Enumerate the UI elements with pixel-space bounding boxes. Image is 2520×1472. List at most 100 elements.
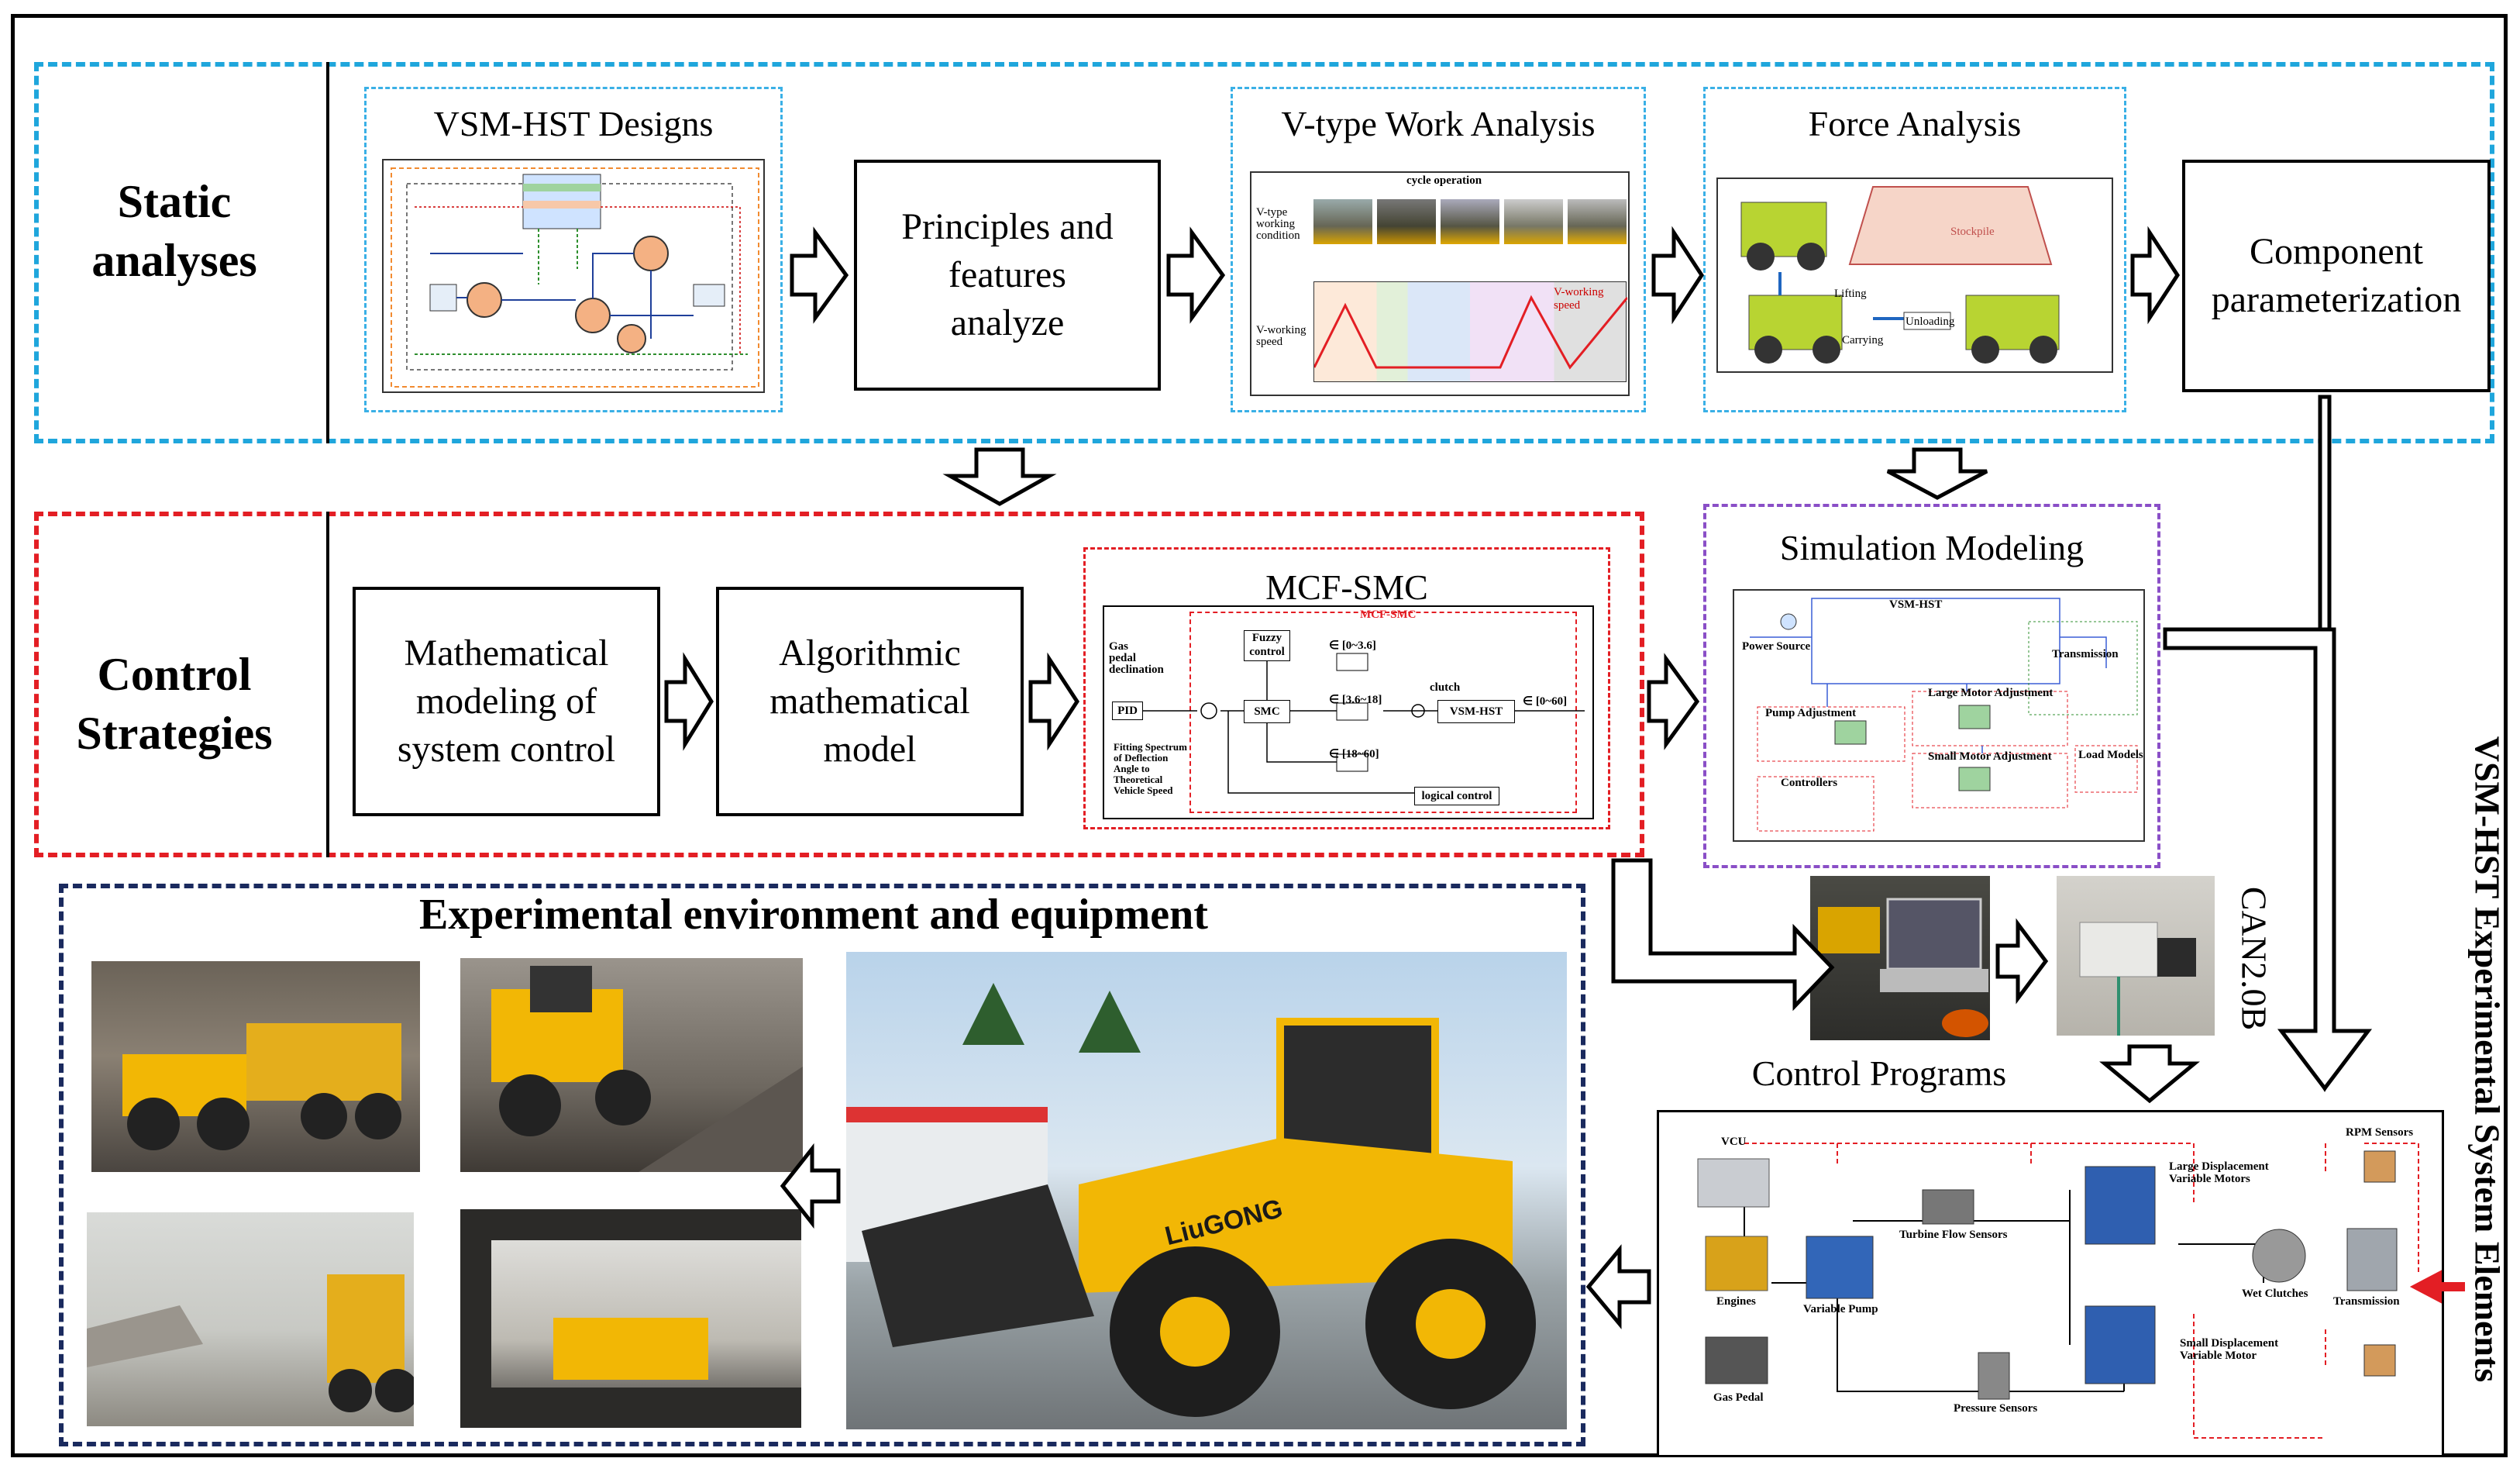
large-motors-label: Large Displacement Variable Motors <box>2169 1160 2269 1185</box>
arrow-static-to-control <box>942 447 1057 506</box>
vsm-hst-block: VSM-HST <box>1437 700 1515 723</box>
clutch-label: clutch <box>1430 681 1461 694</box>
variable-pump-label: Variable Pump <box>1803 1303 1878 1315</box>
arrow-laptop-to-can <box>1995 918 2049 1005</box>
fuzzy-block: Fuzzy control <box>1244 630 1290 661</box>
vtype-row1-label: V-type working condition <box>1256 206 1300 242</box>
gas-pedal-component-label: Gas Pedal <box>1713 1391 1764 1404</box>
mcf-smc-panel: MCF-SMC MCF-SMC Gas pedal declination PI… <box>1083 547 1610 829</box>
vsm-hst-designs-title: VSM-HST Designs <box>433 104 714 143</box>
turbine-sensor-label: Turbine Flow Sensors <box>1899 1229 2008 1241</box>
sim-large-label: Large Motor Adjustment <box>1928 687 2054 699</box>
experimental-region <box>59 884 1585 1446</box>
arrow-can-to-components <box>2099 1044 2200 1104</box>
carrying-label: Carrying <box>1842 334 1884 346</box>
simulation-title: Simulation Modeling <box>1779 528 2085 567</box>
arrow-designs-to-principles <box>790 226 849 324</box>
arrow-vtype-to-force <box>1651 226 1704 325</box>
mcf-inner-label: MCF-SMC <box>1360 608 1417 621</box>
arrow-control-to-laptop <box>1611 858 1835 1012</box>
arrow-red-feedback <box>2409 1270 2465 1304</box>
math-model-box: Mathematical modeling of system control <box>353 587 660 816</box>
arrow-loader-to-photos <box>780 1143 841 1229</box>
unloading-label: Unloading <box>1905 315 1955 328</box>
simulation-diagram: VSM-HST Power Source Pump Adjustment Lar… <box>1733 589 2145 842</box>
vsm-hst-designs-panel: VSM-HST Designs <box>364 87 783 412</box>
smc-block: SMC <box>1244 700 1290 723</box>
simulation-panel: Simulation Modeling VSM-HST Power Source… <box>1703 504 2160 868</box>
photo-loader-dump-truck <box>91 961 420 1172</box>
vtype-speed-plot <box>1313 281 1627 382</box>
figure-frame <box>11 14 2508 1457</box>
vtype-photo-2 <box>1377 199 1436 244</box>
sim-transmission-label: Transmission <box>2052 648 2119 660</box>
transmission-component-label: Transmission <box>2333 1295 2400 1308</box>
pressure-sensor-label: Pressure Sensors <box>1954 1402 2038 1415</box>
control-strategies-label: Control Strategies <box>76 649 273 759</box>
force-analysis-panel: Force Analysis Stockpile Unloading Carry… <box>1703 87 2126 412</box>
vtype-chart-header: cycle operation <box>1406 174 1482 187</box>
vtype-chart: cycle operation V-type working condition… <box>1250 171 1630 396</box>
arrow-algo-to-mcf <box>1028 652 1079 751</box>
photo-liugong-loader: LiuGONG <box>846 952 1567 1429</box>
vtype-photo-5 <box>1568 199 1627 244</box>
sim-power-label: Power Source <box>1742 640 1811 653</box>
lifting-label: Lifting <box>1834 288 1867 300</box>
arrow-components-to-experiment <box>1585 1244 1651 1329</box>
static-divider <box>326 62 329 443</box>
fitting-label: Fitting Spectrum of Deflection Angle to … <box>1114 741 1187 796</box>
components-panel: VCU Engines Gas Pedal Variable Pump Turb… <box>1657 1110 2444 1457</box>
photo-test-track <box>87 1212 414 1426</box>
arrow-principles-to-vtype <box>1166 226 1226 324</box>
photo-loader-gravel <box>460 958 803 1172</box>
engines-label: Engines <box>1716 1295 1756 1308</box>
algo-model-box: Algorithmic mathematical model <box>716 587 1024 816</box>
mcf-smc-diagram: MCF-SMC Gas pedal declination PID Fittin… <box>1103 605 1594 819</box>
pid-block: PID <box>1112 702 1143 720</box>
sim-controllers-label: Controllers <box>1781 777 1838 789</box>
vtype-photo-1 <box>1313 199 1372 244</box>
photo-can-module <box>2057 876 2215 1036</box>
principles-box: Principles and features analyze <box>854 160 1161 391</box>
arrow-static-to-simulation <box>1886 447 1988 500</box>
force-diagram: Stockpile Unloading Carrying Lifting <box>1716 178 2113 373</box>
principles-text: Principles and features analyze <box>901 206 1114 343</box>
algo-model-text: Algorithmic mathematical model <box>769 633 970 770</box>
wet-clutches-label: Wet Clutches <box>2242 1288 2308 1300</box>
vtype-row2-label: V-working speed <box>1256 324 1306 348</box>
arrow-simulation-to-system <box>2163 627 2373 1092</box>
range-1: ∈ [0~3.6] <box>1329 639 1376 652</box>
static-analyses-label: Static analyses <box>91 176 257 286</box>
rpm-sensor-label: RPM Sensors <box>2346 1126 2414 1139</box>
force-analysis-title: Force Analysis <box>1808 104 2022 143</box>
component-text: Component parameterization <box>2211 231 2462 320</box>
vtype-photo-4 <box>1504 199 1563 244</box>
stockpile-label: Stockpile <box>1950 226 1995 238</box>
sim-load-label: Load Models <box>2078 749 2143 761</box>
logical-control-block: logical control <box>1414 787 1499 805</box>
range-out: ∈ [0~60] <box>1523 695 1568 708</box>
small-motor-label: Small Displacement Variable Motor <box>2180 1337 2279 1362</box>
sim-pump-label: Pump Adjustment <box>1765 707 1857 719</box>
control-strategies-region <box>34 512 1644 857</box>
mcf-inner-frame <box>1189 612 1577 813</box>
vtype-work-title: V-type Work Analysis <box>1281 104 1596 143</box>
arrow-force-to-component <box>2130 226 2180 325</box>
mcf-smc-title: MCF-SMC <box>1265 567 1428 607</box>
experimental-title: Experimental environment and equipment <box>419 891 1208 939</box>
gas-pedal-label: Gas pedal declination <box>1109 640 1164 676</box>
sim-small-label: Small Motor Adjustment <box>1928 750 2052 763</box>
vtype-work-panel: V-type Work Analysis cycle operation V-t… <box>1231 87 1646 412</box>
control-programs-label: Control Programs <box>1751 1053 2007 1093</box>
arrow-mcf-to-simulation <box>1647 653 1700 750</box>
photo-cab-view <box>460 1209 801 1428</box>
component-box: Component parameterization <box>2182 160 2491 392</box>
math-model-text: Mathematical modeling of system control <box>397 633 616 770</box>
control-divider <box>326 512 329 857</box>
vtype-legend: V-working speed <box>1554 286 1604 312</box>
arrow-math-to-algo <box>664 652 714 751</box>
static-analyses-region <box>34 62 2494 443</box>
vtype-photo-3 <box>1441 199 1499 244</box>
sim-vsm-label: VSM-HST <box>1889 598 1943 611</box>
vcu-label: VCU <box>1721 1136 1747 1148</box>
